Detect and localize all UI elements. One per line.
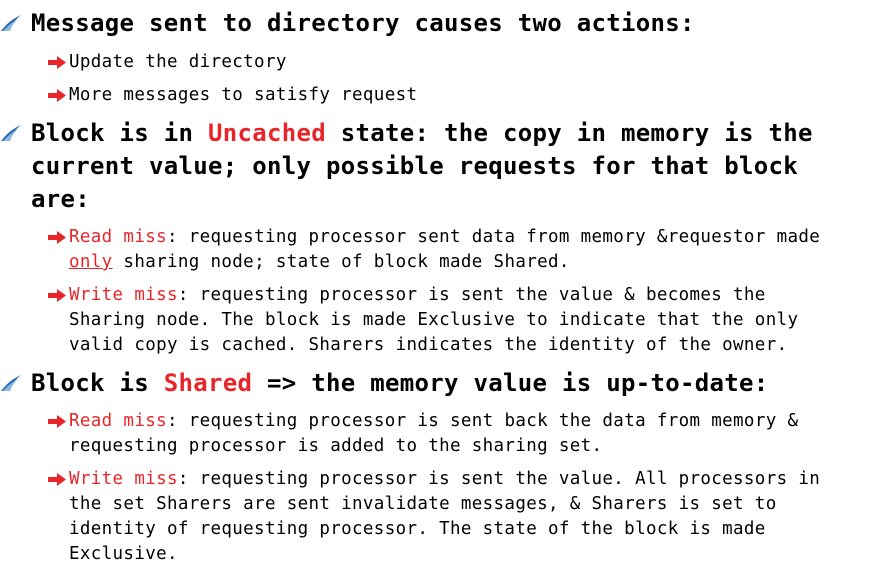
uncached-highlight: Uncached xyxy=(208,119,326,147)
blue-swoosh-bullet-icon xyxy=(1,15,21,31)
write-miss-term: Write miss xyxy=(69,469,178,489)
subbullet-text: Read miss: requesting processor sent dat… xyxy=(69,227,821,272)
bullet-text: Message sent to directory causes two act… xyxy=(31,9,695,37)
subbullet-shared-write-miss: Write miss: requesting processor is sent… xyxy=(48,467,839,567)
red-arrow-bullet-icon xyxy=(48,231,66,244)
subbullet-text: Read miss: requesting processor is sent … xyxy=(69,411,799,456)
subbullet-text: More messages to satisfy request xyxy=(69,85,418,105)
shared-highlight: Shared xyxy=(163,369,253,397)
write-miss-term: Write miss xyxy=(69,285,178,305)
blue-swoosh-bullet-icon xyxy=(1,125,21,141)
subbullet-more-messages: More messages to satisfy request xyxy=(48,83,839,108)
bullet-uncached-state: Block is in Uncached state: the copy in … xyxy=(0,117,851,216)
red-arrow-bullet-icon xyxy=(48,473,66,486)
blue-swoosh-bullet-icon xyxy=(1,375,21,391)
read-miss-term: Read miss xyxy=(69,411,167,431)
only-underlined: only xyxy=(69,252,113,272)
subbullet-uncached-read-miss: Read miss: requesting processor sent dat… xyxy=(48,225,839,275)
subbullet-text: Update the directory xyxy=(69,52,287,72)
subbullet-uncached-write-miss: Write miss: requesting processor is sent… xyxy=(48,283,839,358)
red-arrow-bullet-icon xyxy=(48,415,66,428)
red-arrow-bullet-icon xyxy=(48,289,66,302)
bullet-text: Block is Shared => the memory value is u… xyxy=(31,369,769,397)
bullet-message-sent: Message sent to directory causes two act… xyxy=(0,7,851,40)
subbullet-text: Write miss: requesting processor is sent… xyxy=(69,285,799,355)
red-arrow-bullet-icon xyxy=(48,89,66,102)
subbullet-update-directory: Update the directory xyxy=(48,50,839,75)
red-arrow-bullet-icon xyxy=(48,56,66,69)
bullet-shared-state: Block is Shared => the memory value is u… xyxy=(0,367,851,400)
bullet-text: Block is in Uncached state: the copy in … xyxy=(31,119,813,213)
subbullet-text: Write miss: requesting processor is sent… xyxy=(69,469,821,564)
subbullet-shared-read-miss: Read miss: requesting processor is sent … xyxy=(48,409,839,459)
read-miss-term: Read miss xyxy=(69,227,167,247)
